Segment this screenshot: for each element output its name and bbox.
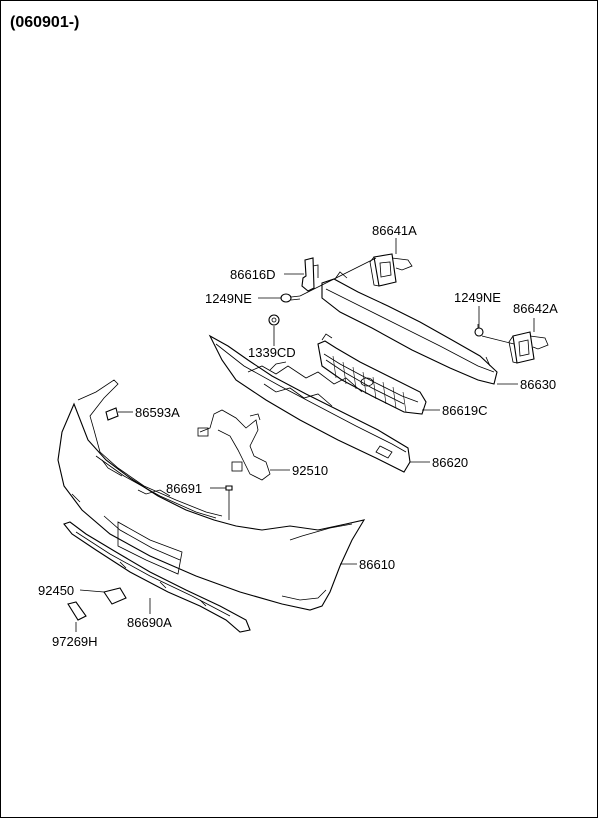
absorber-86620 — [208, 334, 411, 473]
cap-97269H — [67, 601, 87, 621]
bracket-86642A — [508, 331, 549, 364]
label-86630: 86630 — [520, 377, 556, 392]
label-92510: 92510 — [292, 463, 328, 478]
label-1249NE-left: 1249NE — [205, 291, 252, 306]
label-86641A: 86641A — [372, 223, 417, 238]
bolt-86691 — [225, 485, 233, 520]
bolt-1249NE-left — [280, 293, 301, 303]
bracket-86616D — [301, 257, 319, 292]
catalog-code-header: (060901-) — [10, 14, 80, 31]
lower-lip-86690A — [63, 521, 251, 633]
label-86691: 86691 — [166, 481, 202, 496]
label-92450: 92450 — [38, 583, 74, 598]
grille-86619C — [317, 333, 427, 415]
bumper-cover-86610 — [57, 379, 366, 611]
label-86593A: 86593A — [135, 405, 180, 420]
reflex-lamp-92450 — [103, 587, 127, 605]
clip-86593A — [105, 407, 119, 421]
label-86620: 86620 — [432, 455, 468, 470]
wiring-92510 — [197, 409, 271, 481]
label-86616D: 86616D — [230, 267, 276, 282]
nut-1339CD — [268, 314, 280, 326]
bracket-86641A — [369, 253, 413, 287]
label-86610: 86610 — [359, 557, 395, 572]
beam-86630 — [321, 271, 498, 385]
label-97269H: 97269H — [52, 634, 98, 649]
label-86690A: 86690A — [127, 615, 172, 630]
label-86619C: 86619C — [442, 403, 488, 418]
label-86642A: 86642A — [513, 301, 558, 316]
label-1249NE-right: 1249NE — [454, 290, 501, 305]
label-1339CD: 1339CD — [248, 345, 296, 360]
leader-lines — [75, 238, 535, 632]
